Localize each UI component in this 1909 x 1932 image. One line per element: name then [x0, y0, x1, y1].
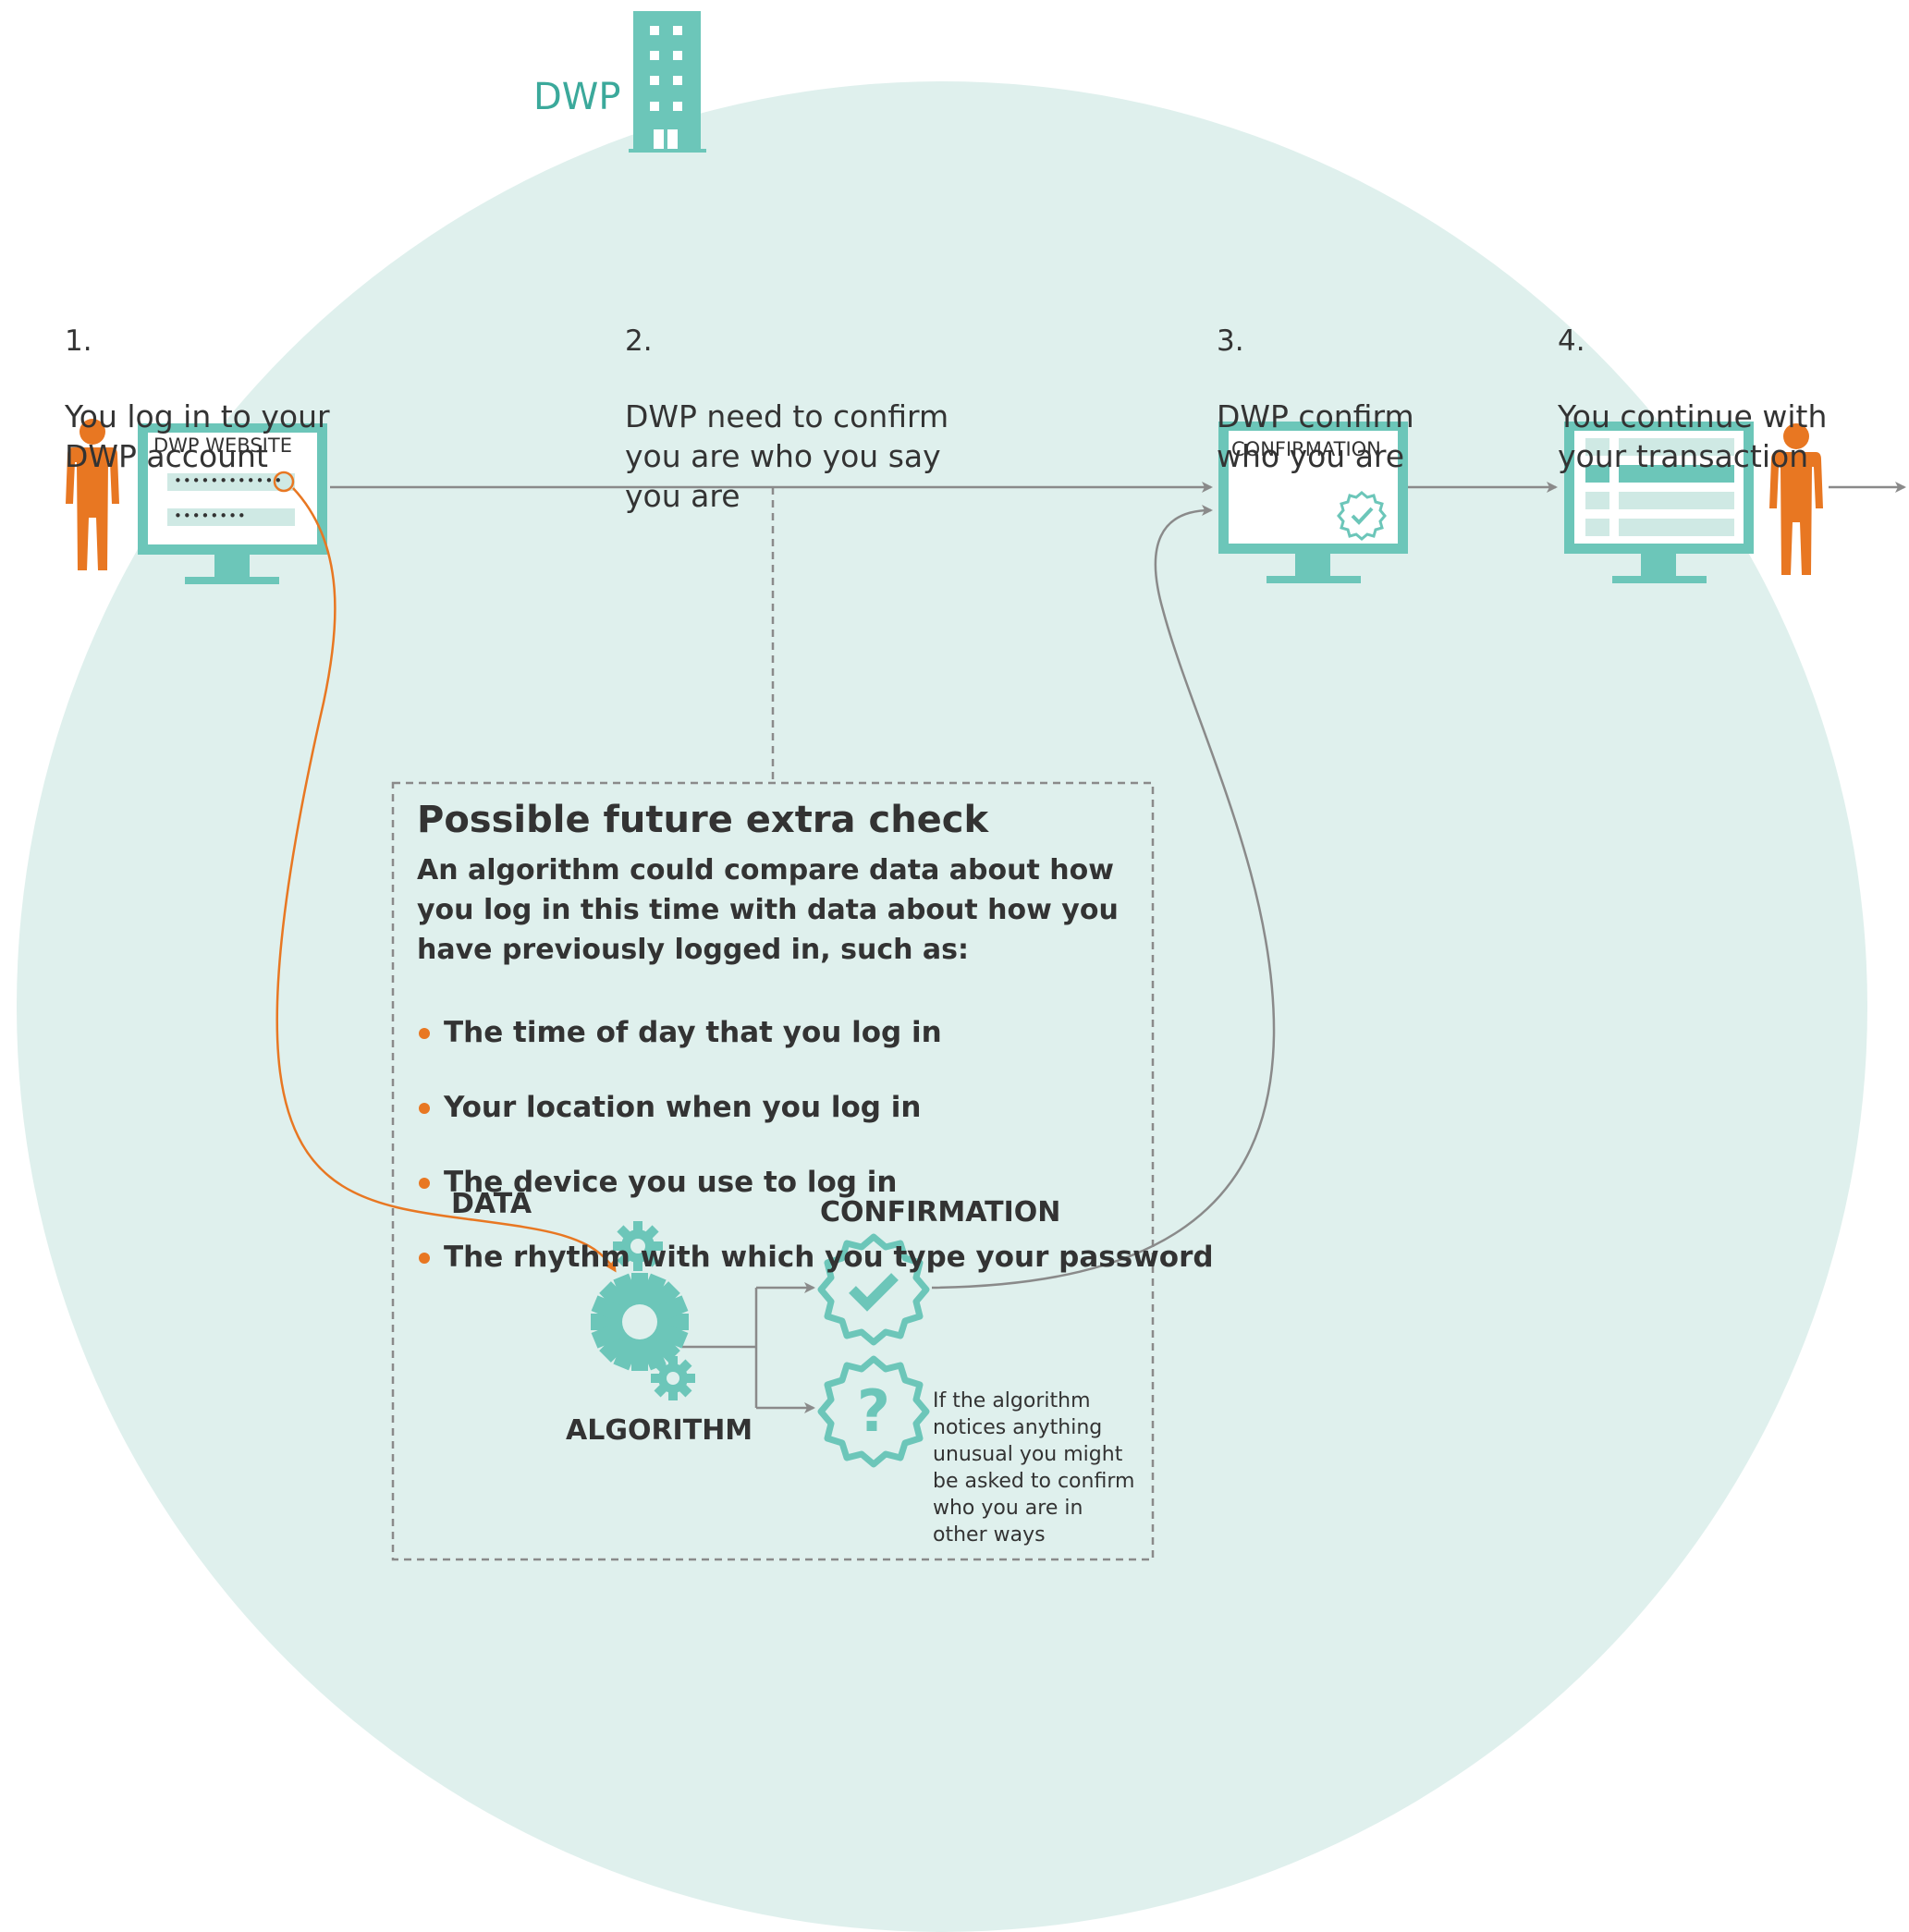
- extra-check-title: Possible future extra check: [417, 799, 989, 841]
- algorithm-branch-arrows: [682, 1282, 815, 1413]
- step-description: DWP confirm who you are: [1217, 398, 1414, 474]
- svg-text:••••••••••••: ••••••••••••: [174, 472, 283, 489]
- list-item: The time of day that you log in: [417, 1013, 1214, 1053]
- svg-text:••••••••: ••••••••: [174, 507, 247, 524]
- confirm-screen-label: CONFIRMATION: [1231, 438, 1381, 460]
- confirmation-monitor-icon: [1218, 422, 1408, 583]
- background-circle: [17, 81, 1867, 1932]
- step-description: DWP need to confirm you are who you say …: [625, 398, 949, 514]
- svg-text:?: ?: [857, 1377, 890, 1445]
- data-flow-arrow: [275, 487, 617, 1273]
- step-2: 2. DWP need to confirm you are who you s…: [625, 287, 948, 533]
- login-monitor-icon: •••••••••••• ••••••••: [138, 423, 327, 584]
- step-1: 1. You log in to your DWP account: [65, 287, 330, 494]
- step-description: You log in to your DWP account: [65, 398, 330, 474]
- step-number: 2.: [625, 324, 653, 358]
- step-4: 4. You continue with your transaction: [1558, 287, 1827, 494]
- extra-check-box: [391, 781, 1155, 1561]
- algorithm-label: ALGORITHM: [566, 1414, 753, 1447]
- step-3: 3. DWP confirm who you are: [1217, 287, 1414, 494]
- person-icon: [1769, 423, 1823, 575]
- step-description: You continue with your transaction: [1558, 398, 1828, 474]
- list-item: The device you use to log in: [417, 1163, 1214, 1203]
- check-criteria-list: The time of day that you log in Your loc…: [417, 978, 1214, 1295]
- login-screen-label: DWP WEBSITE: [153, 434, 292, 457]
- list-item: Your location when you log in: [417, 1088, 1214, 1128]
- step-number: 4.: [1558, 324, 1585, 358]
- check-badge-icon: [817, 1233, 930, 1346]
- gears-icon: [591, 1221, 695, 1400]
- unusual-activity-note: If the algorithm notices anything unusua…: [933, 1389, 1135, 1547]
- verified-badge-icon: [1337, 491, 1387, 541]
- question-badge-icon: ?: [817, 1355, 930, 1468]
- dwp-label: DWP: [533, 76, 621, 118]
- confirmation-label: CONFIRMATION: [820, 1196, 1061, 1229]
- transaction-monitor-icon: [1564, 422, 1754, 583]
- confirmation-return-arrow: [931, 505, 1276, 1290]
- person-icon: [66, 419, 119, 570]
- list-item: The rhythm with which you type your pass…: [417, 1238, 1214, 1278]
- step-number: 3.: [1217, 324, 1244, 358]
- building-icon: [629, 11, 706, 153]
- extra-check-intro: An algorithm could compare data about ho…: [417, 854, 1119, 966]
- data-label: DATA: [451, 1188, 532, 1220]
- step-number: 1.: [65, 324, 92, 358]
